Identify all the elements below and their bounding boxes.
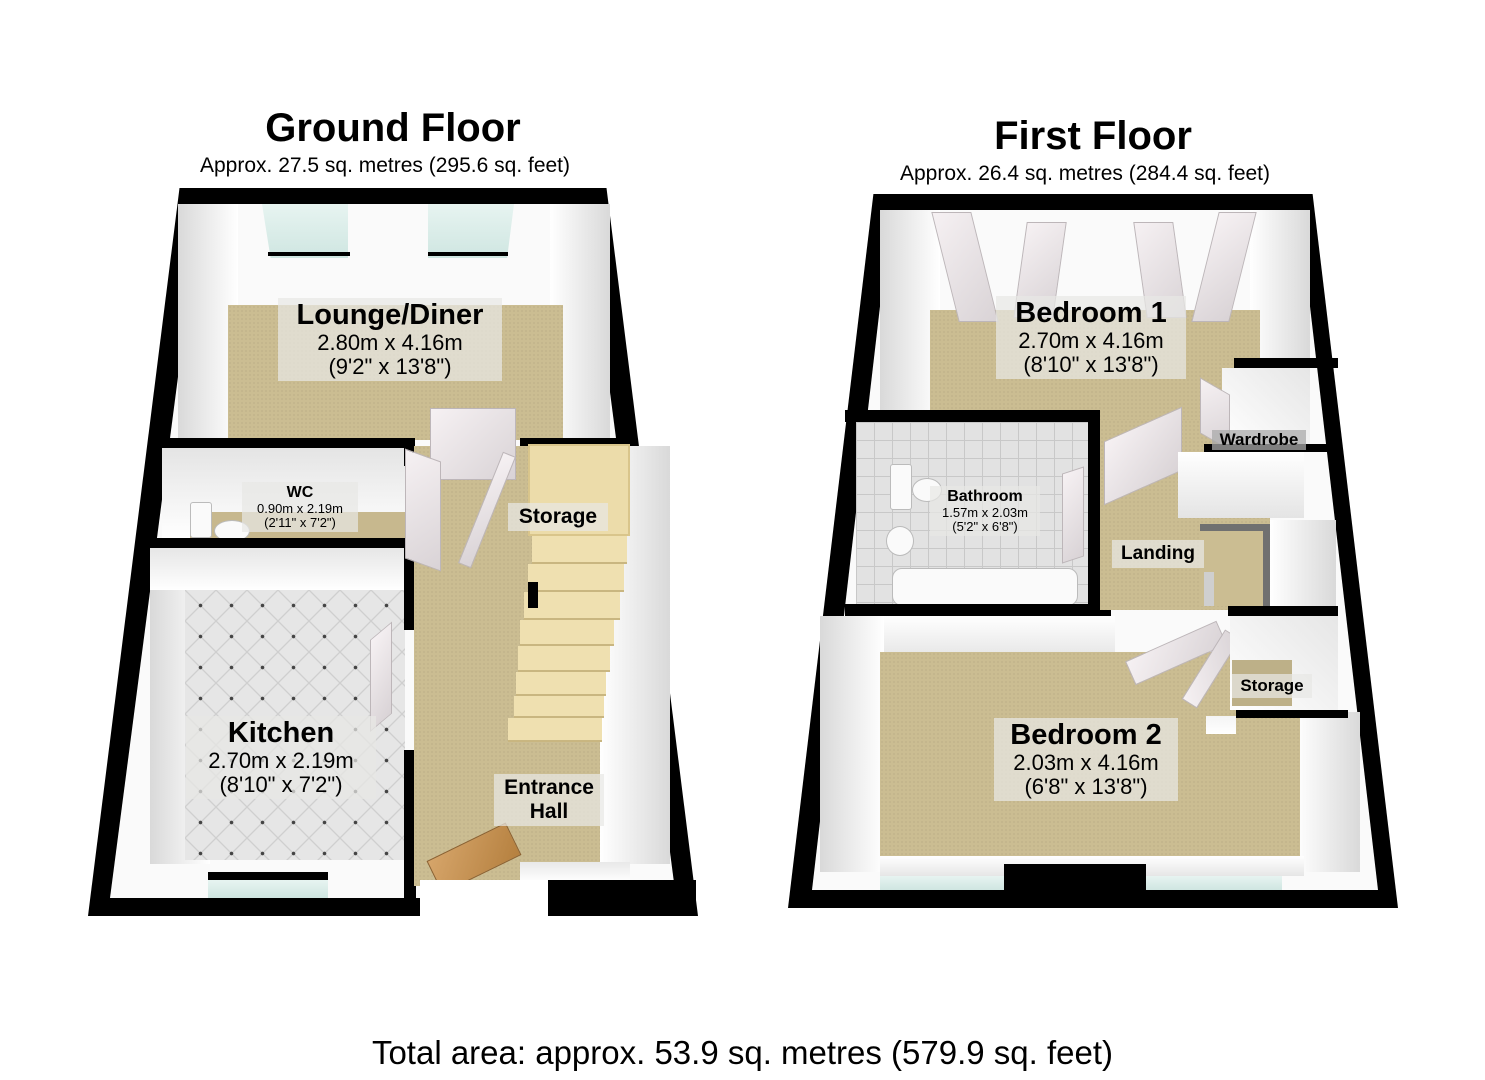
room-label-storage-ground: Storage: [508, 503, 608, 531]
bedroom2-window-right: [1146, 876, 1282, 890]
room-name-line1: Entrance: [504, 776, 594, 799]
basin-icon: [886, 526, 914, 556]
stair-step: [532, 536, 627, 564]
bathroom-bottom-wall: [845, 604, 1111, 616]
storage-bottom-wall: [1236, 710, 1348, 718]
lounge-door[interactable]: [430, 408, 516, 480]
room-name: WC: [286, 484, 314, 501]
stair-step: [528, 564, 624, 592]
first-floor-title: First Floor: [994, 114, 1192, 158]
wc-kitchen-wall: [150, 538, 412, 548]
room-imperial: (8'10" x 7'2"): [219, 772, 343, 797]
kitchen-window: [208, 880, 328, 898]
hall-front-wall-face: [520, 862, 630, 882]
room-metric: 2.03m x 4.16m: [1013, 750, 1159, 775]
toilet-cistern-icon: [890, 464, 912, 510]
first-front-pier-lower: [1004, 864, 1146, 908]
landing-storage-wall: [1228, 606, 1338, 616]
room-label-entrance-hall: Entrance Hall: [494, 774, 604, 826]
bedroom1-right-wall-face: [1250, 210, 1310, 360]
room-name: Kitchen: [227, 717, 335, 749]
room-label-bathroom: Bathroom 1.57m x 2.03m (5'2" x 6'8"): [930, 486, 1040, 536]
stair-step: [520, 620, 614, 646]
stair-step: [514, 696, 604, 718]
room-name-line2: Hall: [529, 800, 569, 823]
room-name: Lounge/Diner: [296, 299, 484, 331]
storage-bottom-wall-face: [1206, 716, 1236, 734]
kitchen-window-frame: [208, 872, 328, 880]
stair-banister: [1204, 572, 1214, 606]
room-metric: 2.80m x 4.16m: [317, 330, 463, 355]
room-imperial: (2'11" x 7'2"): [264, 515, 336, 530]
bathroom-right-wall: [1088, 410, 1100, 610]
lounge-wc-wall: [165, 438, 415, 448]
stair-step: [516, 672, 606, 696]
room-label-landing: Landing: [1112, 540, 1204, 568]
bathroom-door[interactable]: [1062, 466, 1084, 564]
room-label-wc: WC 0.90m x 2.19m (2'11" x 7'2"): [242, 482, 358, 532]
room-name: Bedroom 1: [1015, 297, 1167, 329]
bedroom2-back-wall-face: [845, 616, 1115, 654]
room-label-storage-first: Storage: [1232, 674, 1312, 698]
room-metric: 0.90m x 2.19m: [257, 501, 343, 516]
room-label-kitchen: Kitchen 2.70m x 2.19m (8'10" x 7'2"): [186, 716, 376, 799]
room-imperial: (6'8" x 13'8"): [1024, 774, 1148, 799]
wardrobe-top-wall: [1234, 358, 1338, 368]
stair-step: [524, 592, 620, 620]
kitchen-hall-wall-upper: [404, 548, 414, 630]
window-sill: [268, 252, 350, 256]
ground-floor-area: Approx. 27.5 sq. metres (295.6 sq. feet): [199, 154, 571, 177]
bedroom2-window-left: [880, 876, 1004, 890]
stairwell-side-face: [1270, 520, 1336, 608]
bedroom2-right-wall-face: [1296, 712, 1360, 872]
room-name: Bathroom: [947, 488, 1023, 505]
first-floor-area: Approx. 26.4 sq. metres (284.4 sq. feet): [899, 162, 1271, 185]
room-label-wardrobe: Wardrobe: [1212, 430, 1306, 450]
room-label-lounge-diner: Lounge/Diner 2.80m x 4.16m (9'2" x 13'8"…: [278, 298, 502, 381]
lounge-window-right: [428, 204, 514, 258]
lounge-storage-wall: [520, 438, 630, 446]
room-imperial: (8'10" x 13'8"): [1023, 352, 1159, 377]
front-door-opening: [420, 880, 548, 916]
kitchen-back-wall-face: [150, 548, 405, 590]
room-label-bedroom-1: Bedroom 1 2.70m x 4.16m (8'10" x 13'8"): [996, 296, 1186, 379]
kitchen-hall-wall-lower: [404, 750, 416, 910]
bathtub-icon: [892, 568, 1078, 606]
room-imperial: (5'2" x 6'8"): [952, 519, 1018, 534]
first-front-pier: [1066, 194, 1138, 210]
wc-door[interactable]: [405, 448, 441, 572]
bedroom2-left-wall-face: [820, 616, 884, 872]
room-metric: 2.70m x 2.19m: [208, 748, 354, 773]
stair-step: [508, 718, 602, 742]
lounge-window-left: [262, 204, 348, 258]
ground-floor-title: Ground Floor: [265, 106, 521, 150]
total-area: Total area: approx. 53.9 sq. metres (579…: [371, 1034, 1114, 1071]
toilet-cistern-icon: [190, 502, 212, 538]
room-label-bedroom-2: Bedroom 2 2.03m x 4.16m (6'8" x 13'8"): [994, 718, 1178, 801]
room-metric: 2.70m x 4.16m: [1018, 328, 1164, 353]
front-wall-right: [548, 880, 696, 916]
room-imperial: (9'2" x 13'8"): [328, 354, 452, 379]
room-metric: 1.57m x 2.03m: [942, 505, 1028, 520]
stair-handrail-post: [528, 582, 538, 608]
window-sill: [428, 252, 508, 256]
stairwell-wall-face: [1178, 452, 1304, 518]
bathroom-top-wall: [845, 410, 1100, 422]
room-name: Bedroom 2: [1010, 719, 1162, 751]
stair-step: [518, 646, 610, 672]
